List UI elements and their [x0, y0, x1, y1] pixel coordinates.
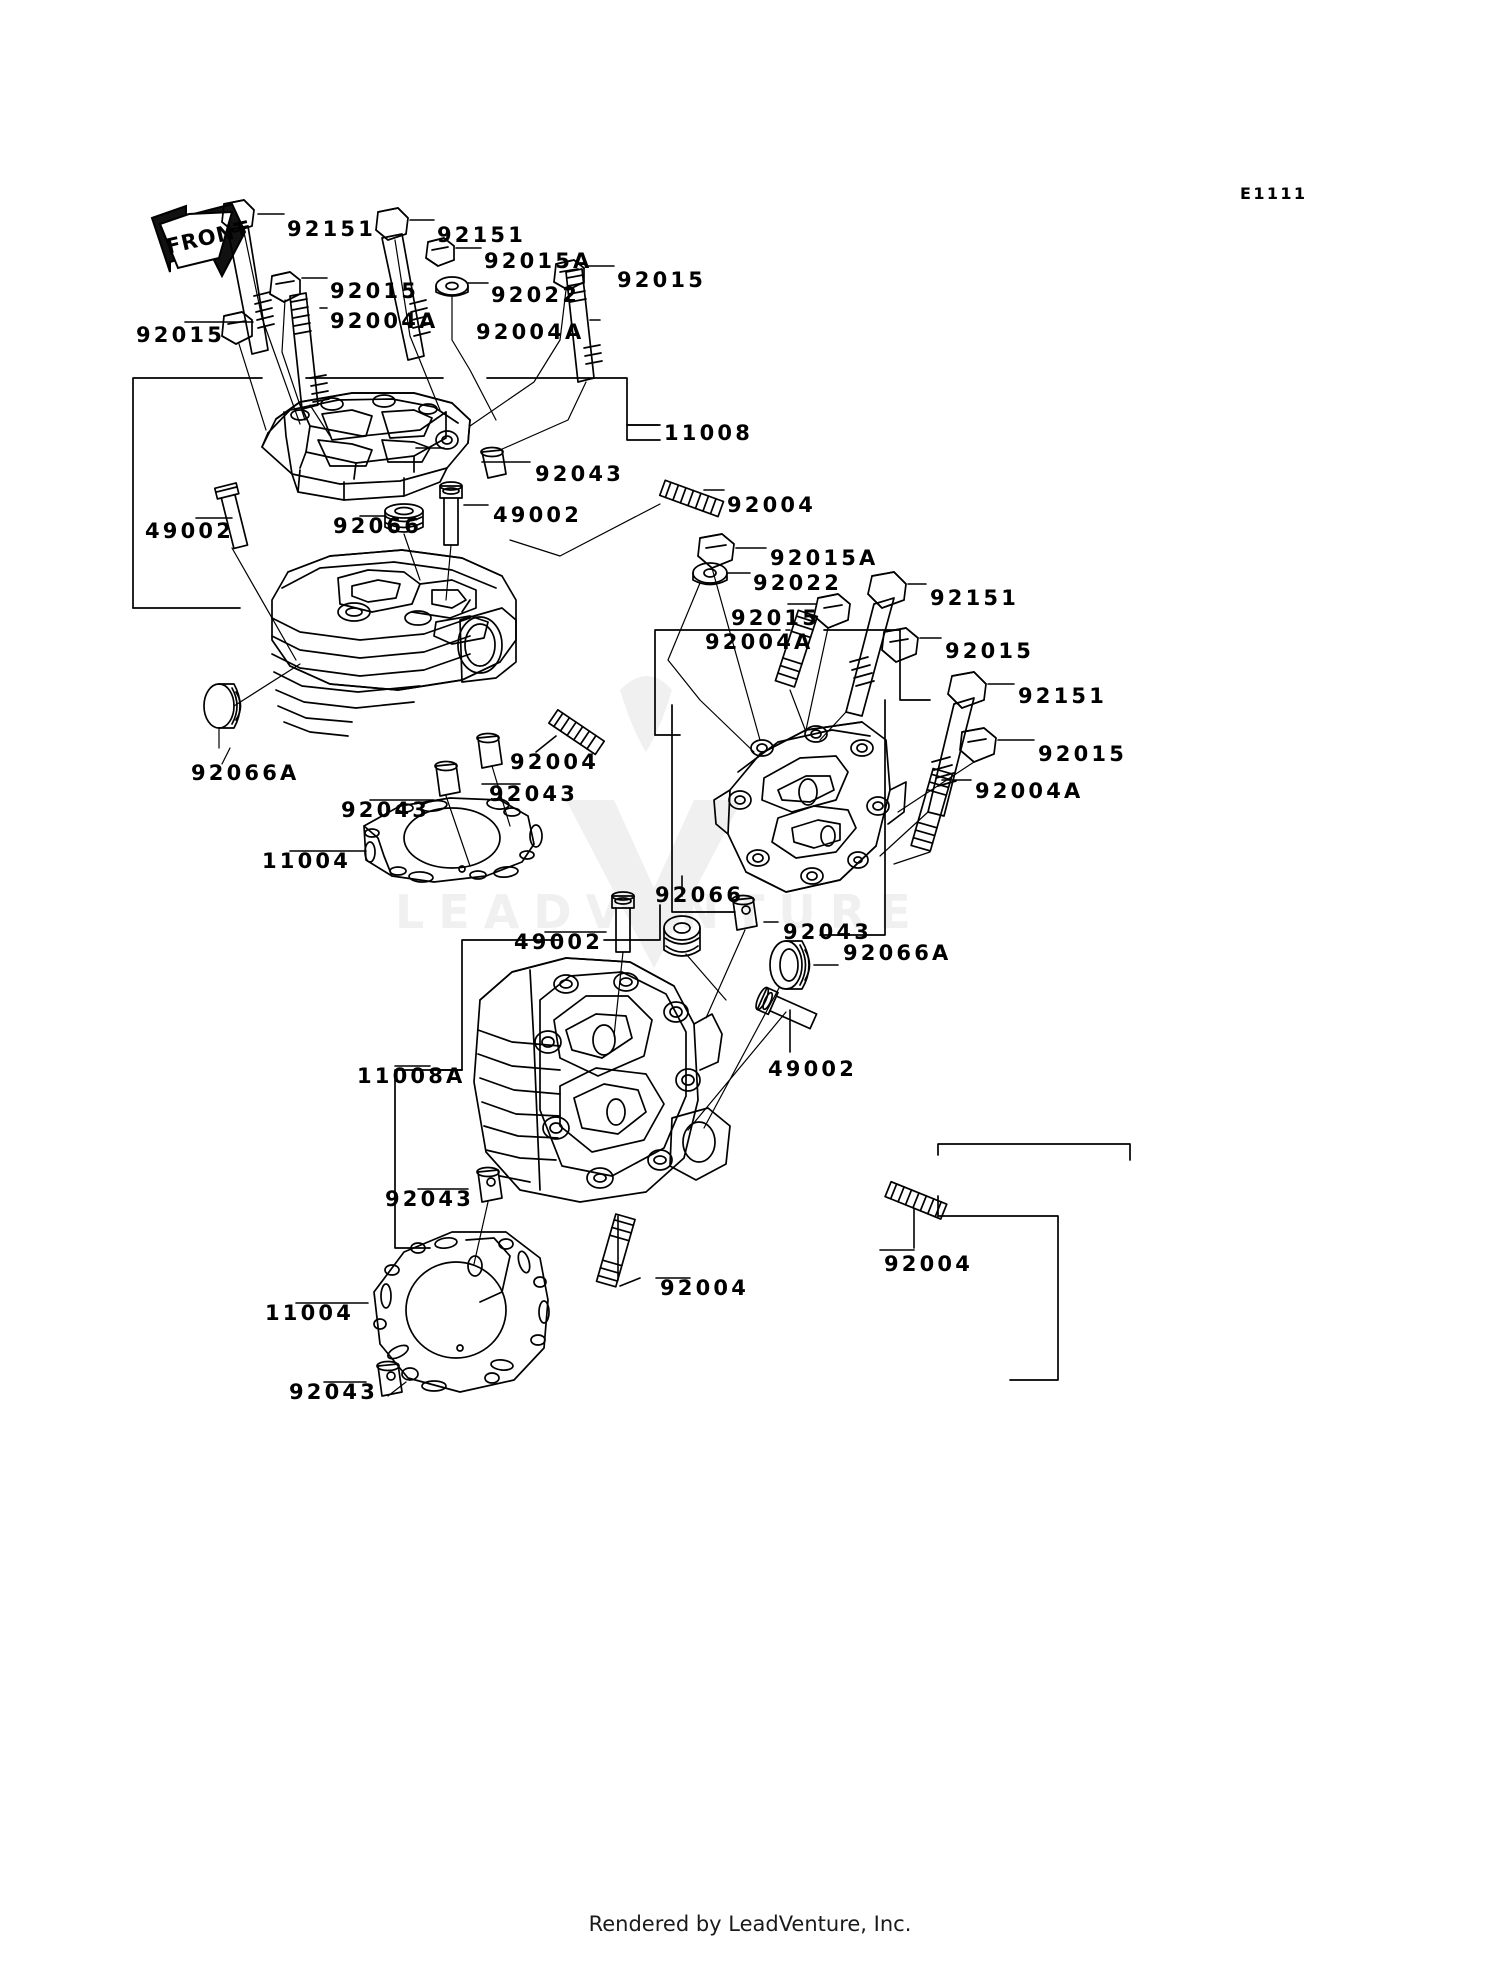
diagram-id-code: E1111	[1240, 184, 1308, 203]
part-number-label[interactable]: 92043	[783, 920, 873, 944]
part-number-label[interactable]: 11008A	[357, 1064, 466, 1088]
part-number-label[interactable]: 92004	[510, 750, 600, 774]
part-number-label[interactable]: 92151	[1018, 684, 1108, 708]
part-number-label[interactable]: 92004	[660, 1276, 750, 1300]
part-number-label[interactable]: 92043	[289, 1380, 379, 1404]
part-number-label[interactable]: 92004A	[476, 320, 585, 344]
part-number-label[interactable]: 92066	[655, 883, 745, 907]
part-number-label[interactable]: 92015A	[484, 249, 593, 273]
part-number-label[interactable]: 11008	[664, 421, 754, 445]
part-number-label[interactable]: 92022	[491, 283, 581, 307]
part-number-label[interactable]: 92015	[945, 639, 1035, 663]
part-number-label[interactable]: 92004A	[330, 309, 439, 333]
part-number-label[interactable]: 11004	[262, 849, 352, 873]
part-number-label[interactable]: 92015	[330, 279, 420, 303]
part-number-label[interactable]: 11004	[265, 1301, 355, 1325]
part-number-label[interactable]: 92022	[753, 571, 843, 595]
part-number-label[interactable]: 92066	[333, 514, 423, 538]
part-number-label[interactable]: 92043	[489, 782, 579, 806]
part-number-label[interactable]: 49002	[145, 519, 235, 543]
part-number-label[interactable]: 92151	[930, 586, 1020, 610]
part-number-label[interactable]: 92015A	[770, 546, 879, 570]
part-number-label[interactable]: 49002	[493, 503, 583, 527]
part-number-label[interactable]: 49002	[768, 1057, 858, 1081]
footer-credit: Rendered by LeadVenture, Inc.	[588, 1912, 912, 1936]
part-number-label[interactable]: 92004A	[975, 779, 1084, 803]
part-number-label[interactable]: 92015	[1038, 742, 1128, 766]
part-number-label[interactable]: 49002	[514, 930, 604, 954]
part-number-label[interactable]: 92043	[341, 798, 431, 822]
part-number-label[interactable]: 92043	[385, 1187, 475, 1211]
part-number-label[interactable]: 92066A	[843, 941, 952, 965]
part-number-label[interactable]: 92004	[727, 493, 817, 517]
part-number-label[interactable]: 92004A	[705, 630, 814, 654]
part-number-label[interactable]: 92004	[884, 1252, 974, 1276]
part-number-label[interactable]: 92043	[535, 462, 625, 486]
part-number-label[interactable]: 92015	[617, 268, 707, 292]
part-number-label[interactable]: 92015	[731, 606, 821, 630]
part-number-label[interactable]: 92151	[287, 217, 377, 241]
part-number-label[interactable]: 92066A	[191, 761, 300, 785]
part-number-label[interactable]: 92015	[136, 323, 226, 347]
part-number-label[interactable]: 92151	[437, 223, 527, 247]
